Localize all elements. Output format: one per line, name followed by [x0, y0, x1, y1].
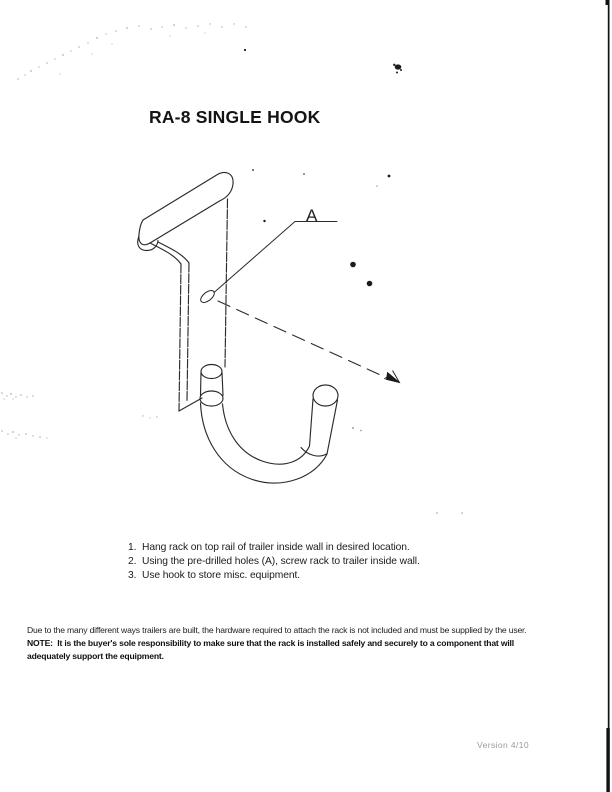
label-a: A [306, 206, 318, 225]
faint-dots [352, 185, 463, 514]
hook-plate [178, 198, 229, 412]
plate-front-edge [186, 262, 190, 402]
faint-speck [360, 429, 362, 432]
speckle-trail-top-left [17, 23, 247, 80]
hook-bend-inner [157, 241, 190, 264]
ink-speck [252, 169, 254, 171]
ink-dot [350, 261, 356, 268]
instruction-text: Hang rack on top rail of trailer inside … [142, 542, 410, 553]
plate-bottom-edge [178, 397, 203, 412]
ink-speck [243, 48, 247, 52]
hook-drawing [137, 171, 388, 484]
faint-speck [461, 512, 463, 514]
arrowhead [386, 371, 400, 383]
rod-outer-curve [199, 399, 339, 484]
dashed-projection-line [217, 300, 388, 379]
leader-line [213, 221, 296, 293]
version-label: Version 4/10 [477, 740, 530, 750]
ink-blob [394, 64, 402, 70]
note-disclaimer-line: Due to the many different ways trailers … [27, 625, 527, 635]
stub-collar-ellipse [199, 390, 224, 407]
ink-speck [400, 69, 402, 71]
arrowhead-barb [383, 370, 401, 384]
faint-speck [376, 185, 378, 187]
instruction-text: Using the pre-drilled holes (A), screw r… [142, 556, 420, 568]
instruction-number: 1. [128, 542, 137, 553]
note-block: Due to the many different ways trailers … [27, 624, 527, 664]
stub-top-ellipse [200, 363, 223, 380]
instruction-list: 1. Hang rack on top rail of trailer insi… [128, 541, 420, 584]
hole-callout [200, 221, 338, 303]
ink-dot [366, 280, 373, 287]
hook-top-flange [138, 171, 234, 246]
hook-lip-curl [137, 235, 159, 252]
ink-speck [393, 63, 396, 66]
faint-speck [352, 427, 354, 429]
note-bold-line-1: NOTE: It is the buyer's sole responsibil… [27, 638, 514, 649]
speckle-row-left-1 [1, 392, 158, 419]
ink-speck [263, 219, 266, 223]
faint-speck [436, 512, 438, 514]
hook-rod [199, 384, 339, 484]
hook-stub-cylinder [199, 363, 224, 407]
pre-drilled-hole [200, 290, 215, 303]
stub-right-side [221, 371, 224, 397]
instruction-text: Use hook to store misc. equipment. [142, 570, 300, 582]
instruction-number: 2. [128, 556, 137, 568]
instruction-item-1: 1. Hang rack on top rail of trailer insi… [128, 541, 420, 555]
scan-artifact-right-edge [605, 0, 610, 792]
note-bold-line-2: adequately support the equipment. [27, 651, 164, 662]
stub-left-side [199, 371, 202, 397]
speckle-row-left-2 [1, 430, 48, 439]
plate-left-edge [178, 263, 182, 412]
ink-speck [387, 174, 391, 178]
rod-end-ellipse [312, 384, 339, 407]
hook-bend-outer [149, 242, 182, 265]
ink-speck [396, 71, 398, 74]
instruction-number: 3. [128, 570, 137, 582]
instruction-item-2: 2. Using the pre-drilled holes (A), scre… [128, 555, 420, 569]
page-title: RA-8 SINGLE HOOK [149, 107, 321, 127]
plate-right-edge [224, 198, 229, 368]
rod-inner-curve [221, 398, 314, 465]
ink-dots [243, 48, 402, 287]
ink-speck [303, 173, 305, 175]
rod-end-bottom-arc [300, 446, 328, 457]
instruction-item-3: 3. Use hook to store misc. equipment. [128, 569, 420, 583]
